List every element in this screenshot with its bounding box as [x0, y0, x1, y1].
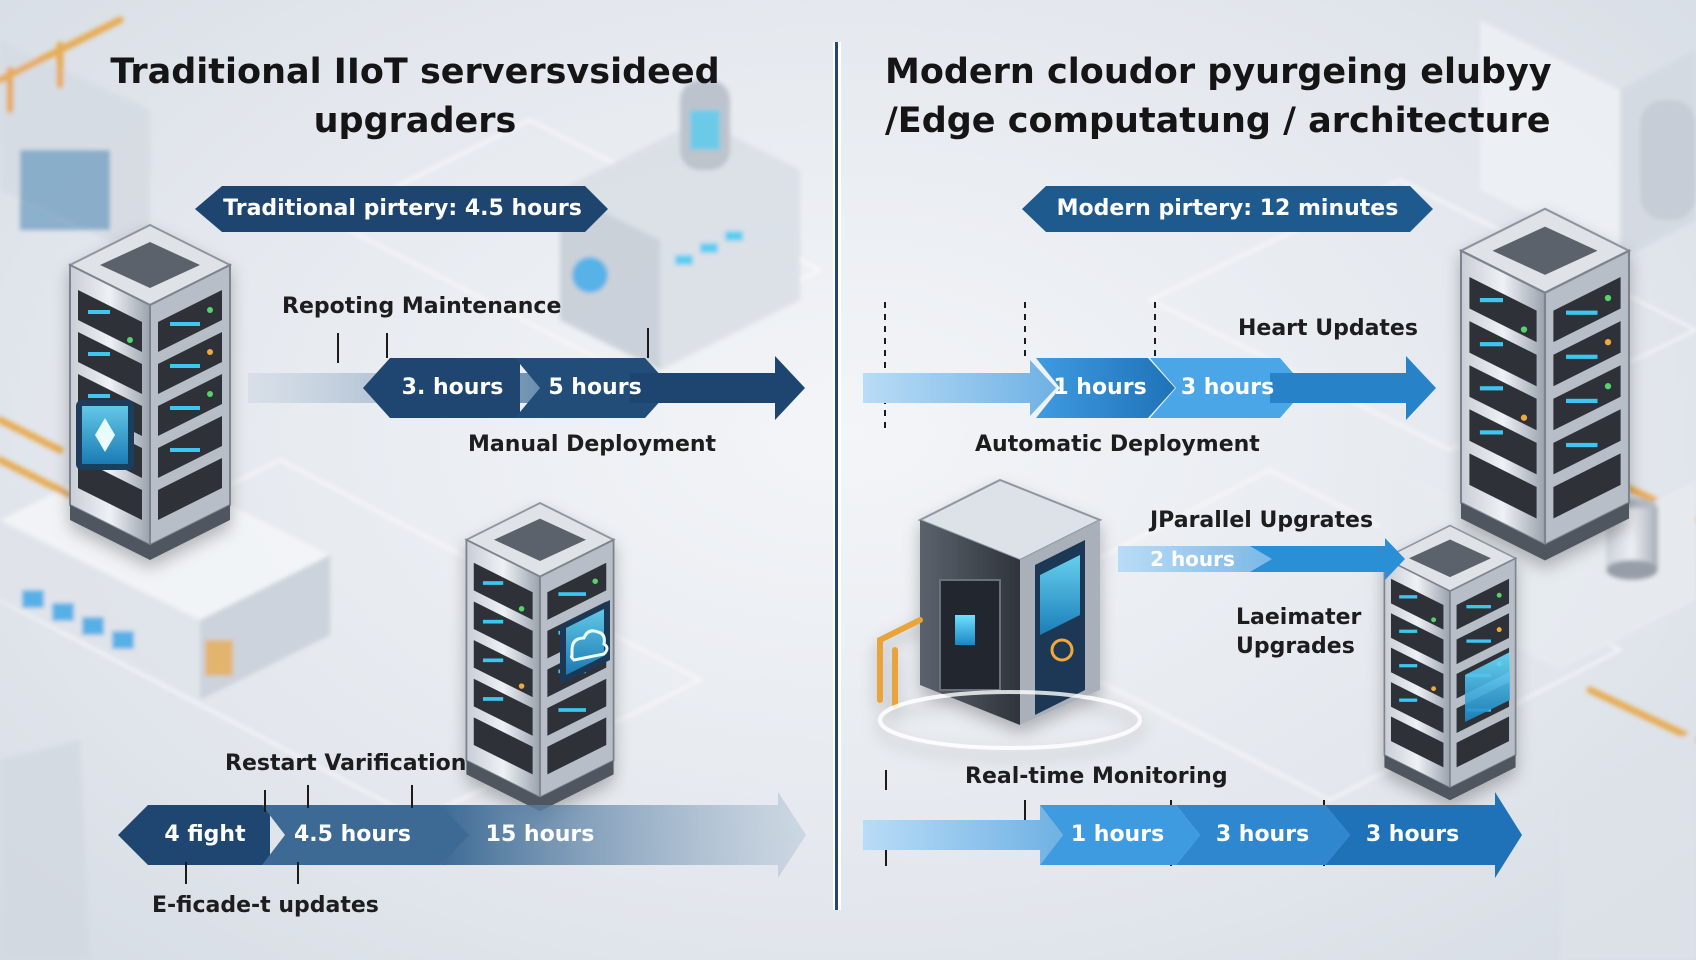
left-timeline-row2: [118, 785, 806, 884]
left-row2-segment: 4.5 hours: [293, 822, 411, 847]
left-row2-segment: 15 hours: [485, 822, 595, 847]
right-bottom-server-icon: [1383, 524, 1517, 802]
label-realtime-monitoring: Real-time Monitoring: [965, 764, 1228, 789]
left-top-server-icon: [69, 224, 231, 561]
right-title-line1: Modern cloudor pyurgeing elubyy: [885, 52, 1552, 92]
right-row1-segment: 1 hours: [1053, 375, 1147, 400]
left-row2-segment: 4 fight: [164, 822, 246, 847]
right-timeline-row1: [863, 302, 1436, 428]
right-title-line2: /Edge computatung / architecture: [885, 101, 1551, 141]
left-row1-segment: 3. hours: [401, 375, 504, 400]
right-row2-segment: 3 hours: [1365, 822, 1460, 847]
left-bottom-server-icon: [465, 502, 615, 813]
diamond-chip-icon: [95, 418, 115, 452]
label-reporting-maintenance: Repoting Maintenance: [282, 294, 562, 319]
left-duration-banner: [195, 186, 608, 232]
right-parallel-segment: 2 hours: [1150, 547, 1235, 571]
right-parallel-bar: [1118, 538, 1405, 580]
label-manual-deployment: Manual Deployment: [468, 432, 717, 457]
cloud-icon: [569, 629, 609, 662]
right-row1-segment: 3 hours: [1180, 375, 1275, 400]
right-timeline-row2: [863, 770, 1522, 878]
right-duration-banner: [1022, 186, 1433, 232]
right-top-server-icon: [1459, 207, 1631, 562]
label-efficient-updates: E-ficade-t updates: [152, 893, 379, 918]
left-row1-segment: 5 hours: [548, 375, 642, 400]
label-parallel-upgrades: JParallel Upgrates: [1150, 508, 1374, 533]
right-row2-segment: 1 hours: [1070, 822, 1165, 847]
label-restart-verification: Restart Varification: [225, 751, 467, 776]
right-row2-segment: 3 hours: [1215, 822, 1310, 847]
right-duration-banner-label: Modern pirtery: 12 minutes: [1056, 196, 1399, 221]
left-title-line1: Traditional IIoT serversvsideed: [110, 52, 720, 92]
right-center-server-icon: [877, 478, 1142, 750]
label-laeimater-line2: Upgrades: [1236, 634, 1355, 659]
left-timeline-row1: [248, 328, 805, 420]
left-duration-banner-label: Traditional pirtery: 4.5 hours: [223, 196, 582, 221]
left-title-line2: upgraders: [313, 101, 517, 141]
label-laeimater-line1: Laeimater: [1236, 605, 1362, 630]
label-heart-updates: Heart Updates: [1238, 316, 1418, 341]
label-automatic-deployment: Automatic Deployment: [975, 432, 1260, 457]
